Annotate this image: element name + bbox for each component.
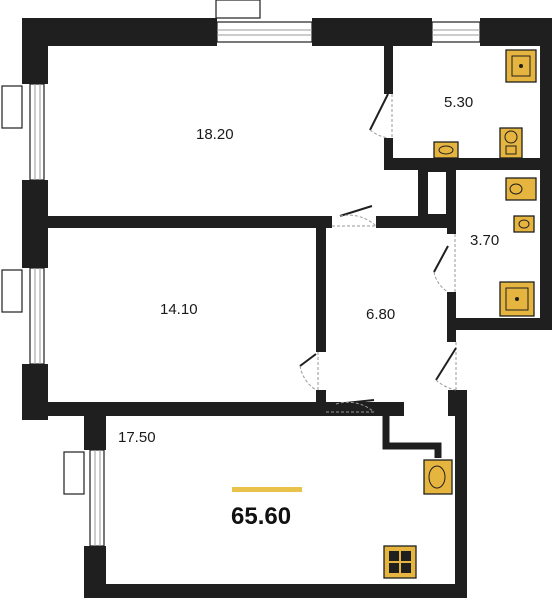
wall-right-lower <box>455 390 467 590</box>
wall-left-1 <box>22 18 48 84</box>
kitchen-sink-icon <box>423 459 453 495</box>
windows <box>1 0 481 547</box>
wall-toilet-left-bottom <box>447 292 456 334</box>
total-area-value: 65.60 <box>231 503 291 530</box>
wall-bath-left-bottom <box>384 138 393 168</box>
wall-bedrooms <box>22 216 332 228</box>
window-kitchen <box>89 449 105 547</box>
fixtures <box>383 49 537 579</box>
shaft-void <box>428 172 446 214</box>
room-toilet-area: 3.70 <box>470 232 499 249</box>
toilet-icon <box>499 127 523 159</box>
door-kitchen <box>326 399 375 413</box>
window-left-1-sill <box>1 85 23 129</box>
sink-icon <box>513 215 535 233</box>
window-left-2 <box>29 267 45 365</box>
wall-bath-left-top <box>384 18 393 94</box>
stove-icon <box>383 545 417 579</box>
wall-kitchen-top-right <box>374 402 404 416</box>
door-bathroom <box>369 93 393 139</box>
toilet-icon <box>505 177 537 201</box>
interior-walls <box>22 18 552 458</box>
wall-kitchen-top-far <box>448 390 467 416</box>
wall-right-upper <box>540 18 552 328</box>
total-area-block: 65.60 <box>231 487 302 530</box>
room-bedroom-small-area: 14.10 <box>160 301 198 318</box>
wall-bottom <box>84 584 467 598</box>
wall-step <box>22 402 402 416</box>
room-hallway-area: 6.80 <box>366 306 395 323</box>
room-bathroom-area: 5.30 <box>444 94 473 111</box>
wall-hall-left-top <box>316 216 326 352</box>
sink-icon <box>433 141 459 159</box>
wall-top-mid <box>312 18 432 46</box>
wall-hall-top <box>376 216 456 228</box>
kitchen-niche <box>382 416 442 458</box>
room-kitchen-living-area: 17.50 <box>118 429 156 446</box>
door-bedroom-large <box>332 205 377 227</box>
bathtub-icon <box>499 281 535 317</box>
window-top-right <box>431 21 481 43</box>
door-entrance <box>435 342 457 391</box>
wall-toilet-left-top <box>447 170 456 234</box>
room-bedroom-large-area: 18.20 <box>196 126 234 143</box>
wall-toilet-bottom <box>456 318 552 330</box>
bathtub-icon <box>505 49 537 83</box>
total-area-accent-bar <box>232 487 302 492</box>
exterior-walls <box>22 18 552 598</box>
wall-kitchen-left-1 <box>84 402 106 450</box>
room-labels: 18.20 5.30 3.70 14.10 6.80 17.50 <box>118 94 499 446</box>
wall-top-right <box>480 18 550 46</box>
window-left-1 <box>29 83 45 181</box>
window-top <box>216 21 313 43</box>
window-left-2-sill <box>1 269 23 313</box>
wall-hall-left-bottom <box>316 390 326 416</box>
window-kitchen-sill <box>63 451 85 495</box>
doors <box>299 93 457 413</box>
door-toilet <box>433 234 456 293</box>
window-top-sill <box>215 0 261 19</box>
door-bedroom-small <box>299 352 319 391</box>
wall-hall-right <box>447 330 456 342</box>
wall-bath-bottom <box>384 158 552 170</box>
